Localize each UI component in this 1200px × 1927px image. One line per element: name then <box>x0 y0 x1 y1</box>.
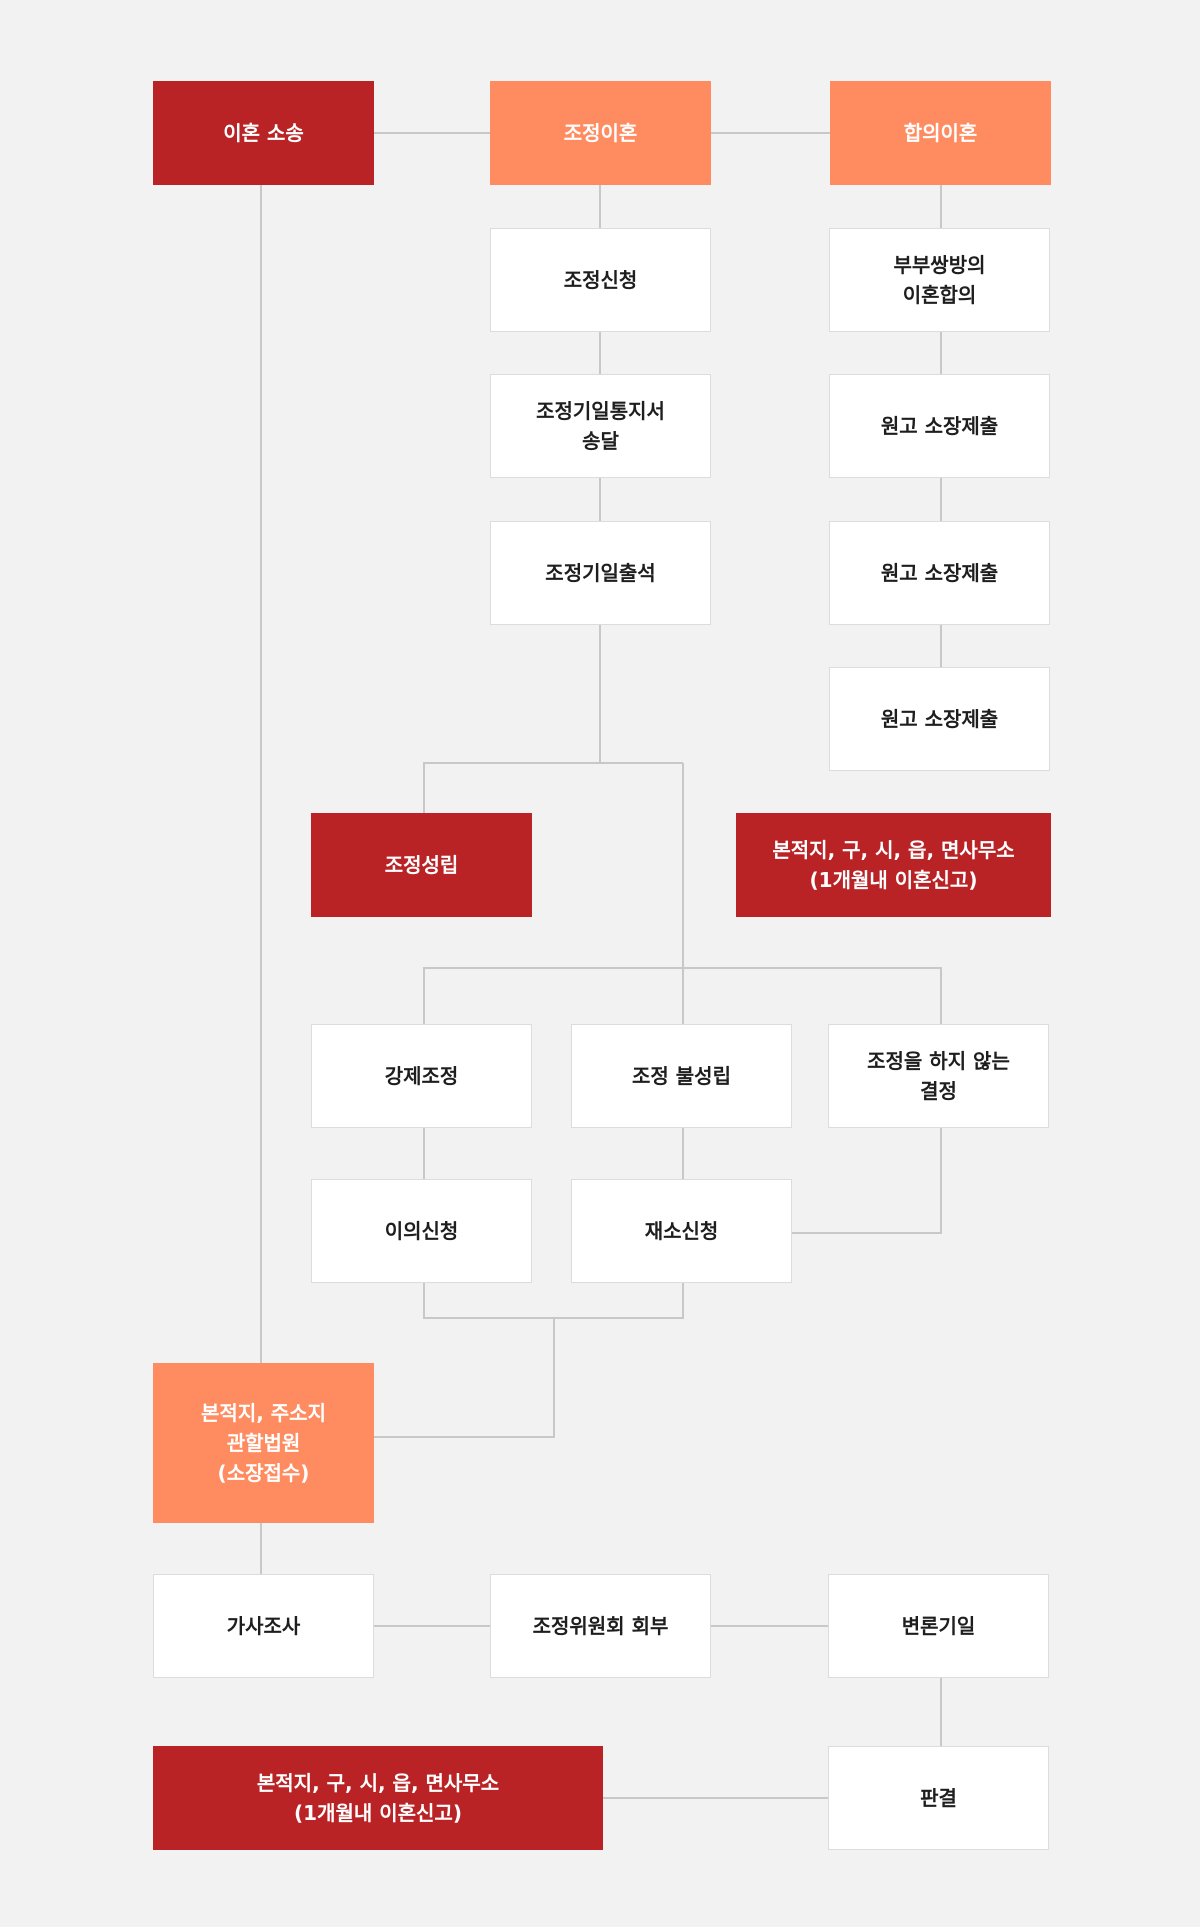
node-mediation-failure: 조정 불성립 <box>571 1024 792 1128</box>
node-no-mediation-decision: 조정을 하지 않는 결정 <box>828 1024 1049 1128</box>
node-office-report-2: 본적지, 구, 시, 읍, 면사무소 (1개월내 이혼신고) <box>153 1746 603 1850</box>
node-forced-mediation: 강제조정 <box>311 1024 532 1128</box>
node-family-court: 본적지, 주소지 관할법원 (소장접수) <box>153 1363 374 1523</box>
node-mediation-notice: 조정기일통지서 송달 <box>490 374 711 478</box>
connector-no-decision-to-refiling <box>792 1128 942 1234</box>
node-refiling: 재소신청 <box>571 1179 792 1283</box>
node-mediation-success: 조정성립 <box>311 813 532 917</box>
node-agreement-divorce: 합의이혼 <box>830 81 1051 185</box>
node-office-report-1: 본적지, 구, 시, 읍, 면사무소 (1개월내 이혼신고) <box>736 813 1051 917</box>
node-mutual-agreement: 부부쌍방의 이혼합의 <box>829 228 1050 332</box>
node-objection: 이의신청 <box>311 1179 532 1283</box>
node-complaint-2: 원고 소장제출 <box>829 521 1050 625</box>
node-family-investigation: 가사조사 <box>153 1574 374 1678</box>
connector-merge-bar <box>423 1283 684 1319</box>
node-complaint-1: 원고 소장제출 <box>829 374 1050 478</box>
node-judgment: 판결 <box>828 1746 1049 1850</box>
connector-split-success <box>423 762 683 813</box>
node-complaint-3: 원고 소장제출 <box>829 667 1050 771</box>
node-divorce-litigation: 이혼 소송 <box>153 81 374 185</box>
connector-outcome-bar <box>423 967 942 1024</box>
node-mediation-divorce: 조정이혼 <box>490 81 711 185</box>
connector-merge-to-court <box>374 1318 555 1438</box>
node-mediation-attendance: 조정기일출석 <box>490 521 711 625</box>
node-mediation-request: 조정신청 <box>490 228 711 332</box>
node-committee-referral: 조정위원회 회부 <box>490 1574 711 1678</box>
node-hearing: 변론기일 <box>828 1574 1049 1678</box>
